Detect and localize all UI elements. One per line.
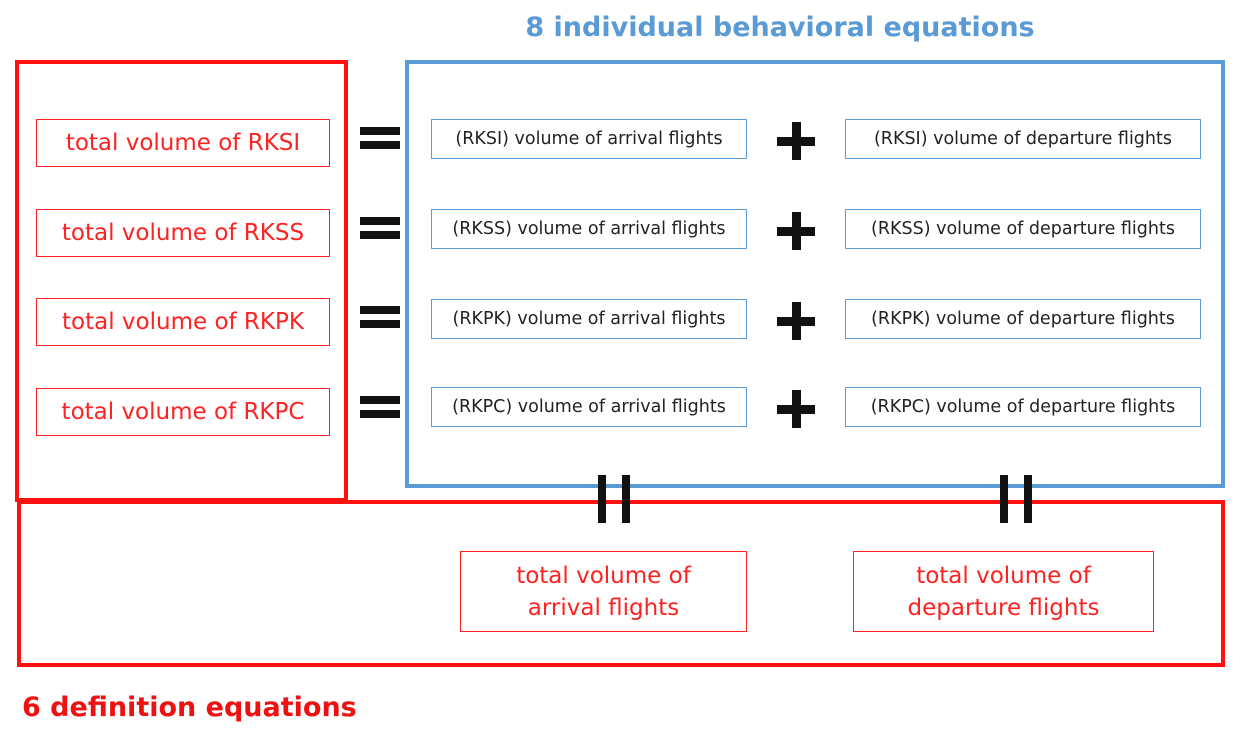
plus-sign (777, 122, 815, 160)
arrival-volume-box: (RKSS) volume of arrival flights (431, 209, 747, 249)
vertical-equals-sign-departure (1000, 475, 1032, 523)
total-arrival-line-1: total volume of (516, 562, 691, 589)
plus-sign (777, 302, 815, 340)
definition-frame-bottom (17, 500, 1225, 667)
definition-equations-title: 6 definition equations (22, 692, 357, 723)
departure-volume-box: (RKSS) volume of departure flights (845, 209, 1201, 249)
behavioral-equations-title: 8 individual behavioral equations (525, 12, 1035, 43)
equals-sign (360, 217, 400, 239)
arrival-volume-box: (RKPC) volume of arrival flights (431, 387, 747, 427)
total-arrival-volume-box: total volume of arrival flights (460, 551, 747, 632)
total-volume-box: total volume of RKSS (36, 209, 330, 257)
departure-volume-box: (RKPC) volume of departure flights (845, 387, 1201, 427)
equals-sign (360, 396, 400, 418)
arrival-volume-box: (RKPK) volume of arrival flights (431, 299, 747, 339)
departure-volume-box: (RKPK) volume of departure flights (845, 299, 1201, 339)
total-volume-box: total volume of RKSI (36, 119, 330, 167)
total-volume-box: total volume of RKPK (36, 298, 330, 346)
behavioral-frame (405, 60, 1225, 488)
plus-sign (777, 212, 815, 250)
total-arrival-line-2: arrival flights (527, 594, 680, 621)
plus-sign (777, 390, 815, 428)
total-departure-volume-box: total volume of departure flights (853, 551, 1154, 632)
vertical-equals-sign-arrival (598, 475, 630, 523)
equals-sign (360, 306, 400, 328)
total-volume-box: total volume of RKPC (36, 388, 330, 436)
departure-volume-box: (RKSI) volume of departure flights (845, 119, 1201, 159)
total-departure-line-2: departure flights (907, 594, 1100, 621)
arrival-volume-box: (RKSI) volume of arrival flights (431, 119, 747, 159)
equals-sign (360, 127, 400, 149)
total-departure-line-1: total volume of (916, 562, 1091, 589)
